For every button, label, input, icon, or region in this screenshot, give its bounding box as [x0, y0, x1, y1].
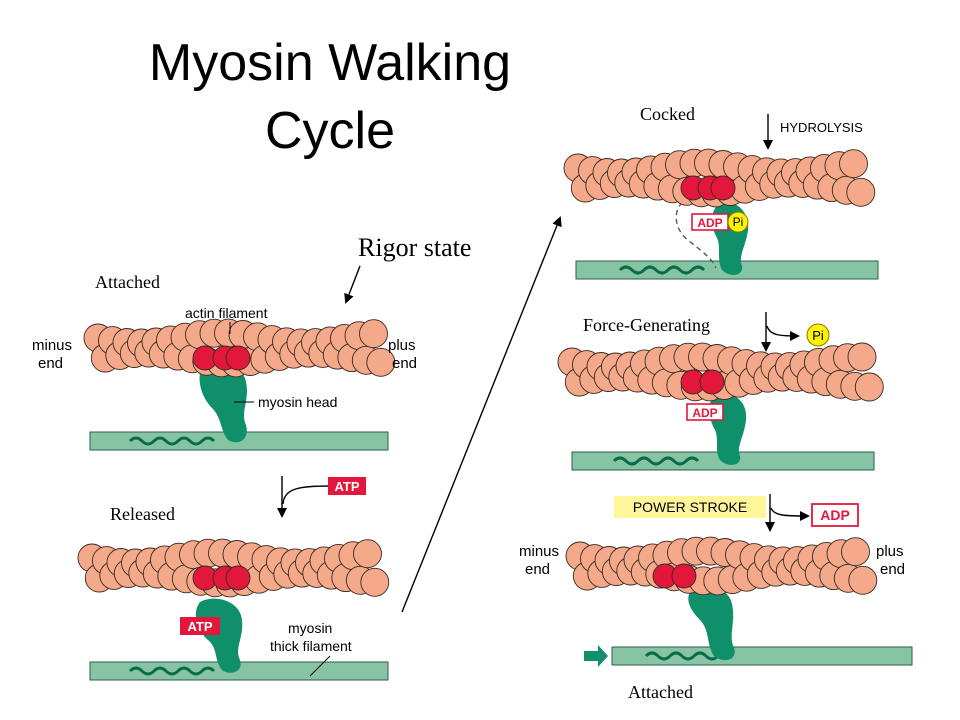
adp-out-text: ADP	[820, 507, 850, 523]
myosin-head-shape	[688, 586, 735, 661]
actin-subunit	[839, 149, 868, 179]
actin-filament-label: actin filament	[185, 305, 268, 321]
myosin-binding-site	[710, 175, 736, 201]
myosin-tail-wave	[128, 666, 216, 676]
plus-end-label: end	[392, 355, 417, 372]
actin-filament	[77, 538, 390, 598]
panel-force-generating: Pi ADP	[557, 312, 884, 471]
thick-filament-label: thick filament	[270, 638, 352, 654]
attached-top-label: Attached	[95, 272, 160, 292]
actin-subunit	[353, 539, 382, 569]
atp-in-text: ATP	[334, 479, 359, 494]
previous-head-outline	[675, 197, 717, 269]
actin-filament	[563, 148, 876, 208]
plus-end-label: end	[880, 561, 905, 578]
myosin-head-label: myosin head	[258, 394, 337, 410]
actin-subunit	[841, 537, 870, 567]
myosin-label: myosin	[288, 620, 332, 636]
cocked-label: Cocked	[640, 104, 695, 124]
atp-bound-text: ATP	[187, 619, 212, 634]
myosin-tail-wave	[128, 436, 216, 446]
myosin-binding-site	[225, 565, 251, 591]
hydrolysis-label: HYDROLYSIS	[780, 120, 863, 135]
myosin-tail-wave	[618, 265, 706, 275]
actin-filament	[83, 318, 396, 378]
attached-bottom-label: Attached	[628, 682, 693, 702]
adp-badge	[686, 403, 724, 421]
adp-release-branch	[770, 507, 810, 521]
actin-subunit	[359, 319, 388, 349]
actin-subunit	[847, 342, 877, 372]
power-stroke-text: POWER STROKE	[633, 499, 747, 515]
atp-arrow-branch	[282, 485, 331, 505]
power-stroke-badge	[614, 496, 766, 518]
actin-subunit	[366, 347, 396, 377]
minus-end-label: end	[38, 355, 63, 372]
adp-text: ADP	[692, 406, 717, 420]
panel-attached-bottom: POWER STROKE ADP minus end plus end	[519, 494, 913, 667]
actin-filament	[557, 342, 884, 402]
pi-out-text: Pi	[812, 328, 824, 343]
pi-circle	[727, 211, 749, 233]
title-line-1: Myosin Walking	[149, 34, 511, 92]
minus-end-label: end	[525, 561, 550, 578]
panel-cocked: HYDROLYSIS ADP Pi	[563, 114, 879, 280]
actin-subunit	[846, 177, 876, 207]
movement-arrow	[584, 645, 608, 667]
minus-label: minus	[519, 543, 559, 560]
plus-label: plus	[876, 543, 904, 560]
atp-in-badge	[328, 477, 366, 495]
pi-release-branch	[766, 325, 800, 341]
rigor-state-label: Rigor state	[358, 233, 471, 262]
panel-attached-top: actin filament minus end plus end myosin…	[32, 305, 417, 451]
minus-label: minus	[32, 337, 72, 354]
cycle-connector-arrow	[401, 216, 562, 613]
adp-text: ADP	[697, 216, 722, 230]
panel-released: ATP myosin thick filament	[77, 538, 390, 681]
myosin-head-shape	[199, 360, 247, 443]
actin-subunit	[360, 567, 390, 597]
myosin-binding-site	[225, 345, 251, 371]
force-generating-label: Force-Generating	[583, 315, 710, 335]
pi-out-circle	[806, 323, 830, 347]
actin-subunit	[848, 565, 878, 595]
myosin-binding-site	[699, 369, 725, 395]
atp-bound-badge	[180, 617, 220, 635]
plus-label: plus	[388, 337, 416, 354]
released-label: Released	[110, 504, 175, 524]
myosin-binding-site	[671, 563, 697, 589]
title-line-2: Cycle	[265, 102, 395, 160]
actin-subunit	[854, 372, 884, 402]
thick-filament-pointer	[309, 655, 331, 677]
atp-binding-step: ATP	[277, 476, 366, 518]
adp-out-badge	[811, 503, 859, 527]
myosin-tail-wave	[612, 456, 700, 466]
pi-text: Pi	[733, 215, 744, 229]
rigor-state-arrow	[344, 265, 361, 304]
actin-filament	[565, 536, 878, 596]
